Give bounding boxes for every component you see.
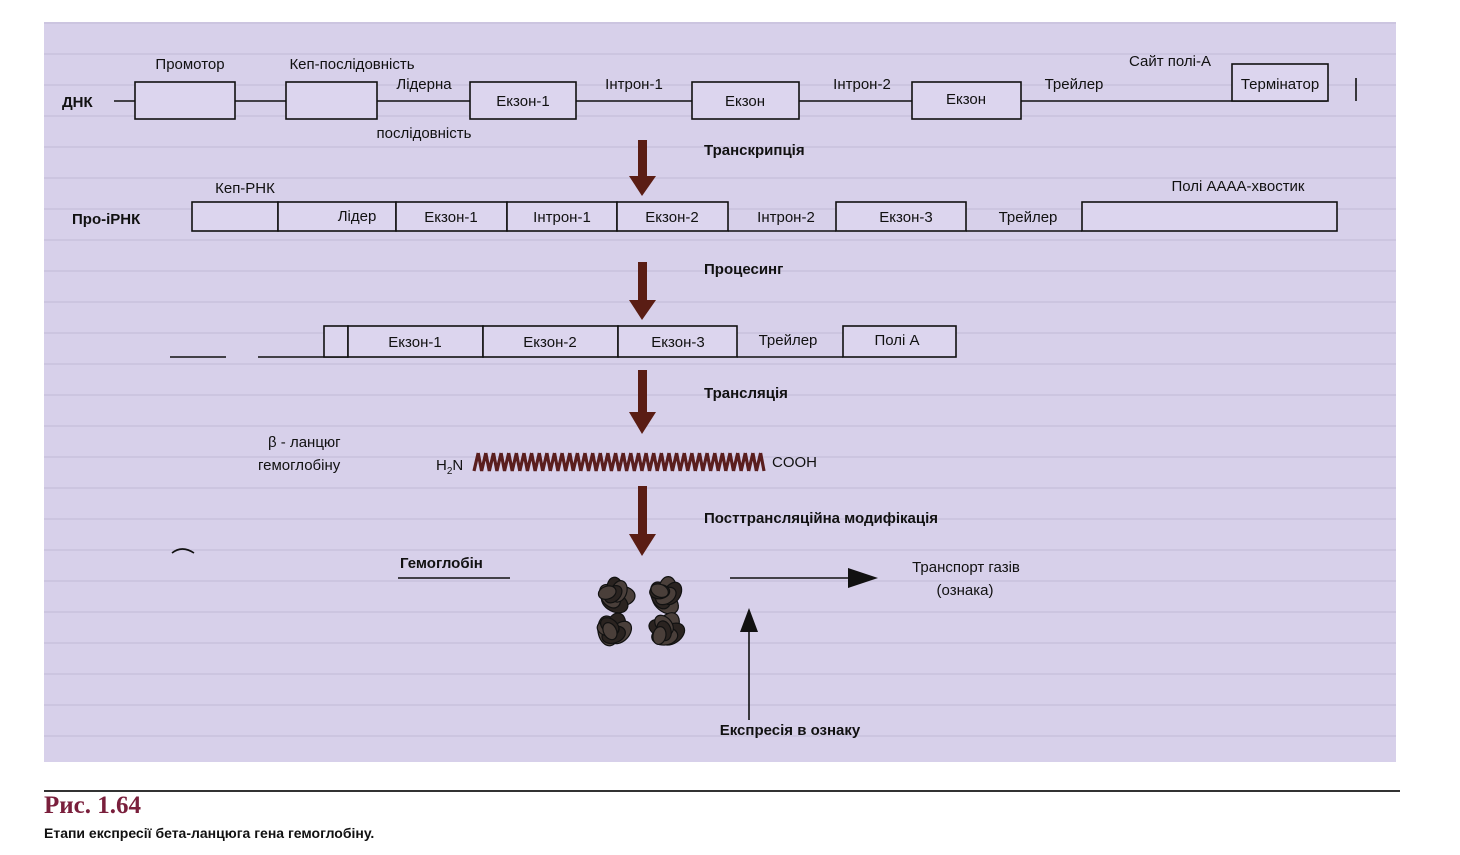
dna-terminator-label: Термінатор bbox=[1241, 76, 1319, 93]
figure-panel bbox=[44, 22, 1396, 762]
translation-arrow-shaft bbox=[638, 370, 647, 414]
pre-rna-exon1-box bbox=[395, 201, 508, 232]
pre-rna-row-label: Про-іРНК bbox=[72, 211, 141, 228]
mrna-exon2-box bbox=[482, 325, 619, 358]
c-terminus-label: COOH bbox=[772, 454, 817, 471]
polypeptide-chain-coil bbox=[472, 452, 766, 472]
mrna-exon3-label: Екзон-3 bbox=[651, 334, 704, 351]
trait-label: Транспорт газів bbox=[912, 559, 1020, 576]
pre-rna-intron1-label: Інтрон-1 bbox=[533, 209, 591, 226]
processing-arrow-shaft bbox=[638, 262, 647, 302]
dna-promoter-box bbox=[134, 81, 236, 120]
pre-rna-exon2-box bbox=[616, 201, 729, 232]
gene-expression-diagram: ДНК Промотор Кеп-послідовність Лідерна п… bbox=[62, 53, 1357, 739]
dna-cap-box bbox=[285, 81, 378, 120]
dna-row: ДНК Промотор Кеп-послідовність Лідерна п… bbox=[62, 53, 1357, 142]
pre-rna-polya-box bbox=[1081, 201, 1338, 232]
beta-chain-label-line2: гемоглобіну bbox=[258, 457, 341, 474]
dna-exon-box bbox=[691, 81, 800, 120]
beta-chain-label: β - ланцюг bbox=[268, 434, 341, 451]
processing-step: Процесинг bbox=[629, 261, 783, 320]
trait-arrow-head bbox=[848, 568, 878, 588]
processing-arrow-head bbox=[629, 300, 656, 320]
mrna-leader-box bbox=[323, 325, 349, 358]
trait-label-line2: (ознака) bbox=[937, 582, 994, 599]
dna-intron2-label: Інтрон-2 bbox=[833, 76, 891, 93]
posttranslational-label: Посттрансляційна модифікація bbox=[704, 510, 938, 527]
bleed-through-text-texture bbox=[44, 22, 1396, 762]
mrna-exon1-label: Екзон-1 bbox=[388, 334, 441, 351]
dna-promoter-label: Промотор bbox=[155, 56, 224, 73]
mrna-exon2-label: Екзон-2 bbox=[523, 334, 576, 351]
figure-number: Рис. 1.64 bbox=[44, 792, 142, 819]
polypeptide-row: β - ланцюг гемоглобіну H2N COOH bbox=[258, 434, 817, 477]
dna-leader-label-line2: послідовність bbox=[377, 125, 472, 142]
pre-rna-cap-label: Кеп-РНК bbox=[215, 180, 275, 197]
posttranslational-arrow-head bbox=[629, 534, 656, 556]
pre-rna-exon1-label: Екзон-1 bbox=[424, 209, 477, 226]
dna-leader-label: Лідерна bbox=[396, 76, 452, 93]
posttranslational-step: Посттрансляційна модифікація bbox=[629, 486, 938, 556]
caption-rule bbox=[44, 790, 1400, 792]
pre-rna-row: Про-іРНК Кеп-РНК Лідер Екзон-1 Інтрон-1 … bbox=[72, 178, 1338, 232]
mrna-trailer-label: Трейлер bbox=[759, 332, 818, 349]
pre-rna-trailer-label: Трейлер bbox=[999, 209, 1058, 226]
dna-intron1-label: Інтрон-1 bbox=[605, 76, 663, 93]
mrna-polya-label: Полі А bbox=[874, 332, 919, 349]
hemoglobin-mark bbox=[171, 548, 195, 554]
posttranslational-arrow-shaft bbox=[638, 486, 647, 536]
translation-step: Трансляція bbox=[629, 370, 788, 434]
pre-rna-exon3-label: Екзон-3 bbox=[879, 209, 932, 226]
dna-cap-sequence-label: Кеп-послідовність bbox=[289, 56, 414, 73]
dna-terminator-box bbox=[1231, 63, 1329, 102]
n-terminus-label: H2N bbox=[436, 457, 463, 477]
mrna-exon1-box bbox=[347, 325, 484, 358]
dna-exon-b-label: Екзон bbox=[946, 91, 986, 108]
dna-exon1-label: Екзон-1 bbox=[496, 93, 549, 110]
hemoglobin-label: Гемоглобін bbox=[400, 555, 483, 572]
pre-rna-leader-label: Лідер bbox=[338, 208, 377, 225]
dna-trailer-label: Трейлер bbox=[1045, 76, 1104, 93]
pre-rna-intron1-box bbox=[506, 201, 618, 232]
expression-arrow-head bbox=[740, 608, 758, 632]
dna-polya-site-label: Сайт полі-А bbox=[1129, 53, 1211, 70]
pre-rna-polya-tail-label: Полі АААА-хвостик bbox=[1171, 178, 1304, 195]
hemoglobin-row: Гемоглобін Транспорт газів (ознака) Експ… bbox=[171, 548, 1020, 739]
transcription-label: Транскрипція bbox=[704, 142, 805, 159]
mrna-row: Екзон-1 Екзон-2 Екзон-3 Трейлер Полі А bbox=[170, 325, 957, 358]
pre-rna-exon3-box bbox=[835, 201, 967, 232]
dna-exon-b-box bbox=[911, 81, 1022, 120]
translation-label: Трансляція bbox=[704, 385, 788, 402]
processing-label: Процесинг bbox=[704, 261, 783, 278]
transcription-step: Транскрипція bbox=[629, 140, 805, 196]
mrna-polya-box bbox=[842, 325, 957, 358]
transcription-arrow-head bbox=[629, 176, 656, 196]
pre-rna-intron2-label: Інтрон-2 bbox=[757, 209, 815, 226]
hemoglobin-molecule-icon bbox=[596, 575, 686, 647]
mrna-exon3-box bbox=[617, 325, 738, 358]
dna-exon-label: Екзон bbox=[725, 93, 765, 110]
expression-label: Експресія в ознаку bbox=[720, 722, 861, 739]
dna-exon1-box bbox=[469, 81, 577, 120]
figure-caption: Етапи експресії бета-ланцюга гена гемогл… bbox=[44, 825, 375, 841]
transcription-arrow-shaft bbox=[638, 140, 647, 178]
pre-rna-exon2-label: Екзон-2 bbox=[645, 209, 698, 226]
dna-row-label: ДНК bbox=[62, 94, 94, 111]
translation-arrow-head bbox=[629, 412, 656, 434]
pre-rna-cap-box bbox=[191, 201, 279, 232]
